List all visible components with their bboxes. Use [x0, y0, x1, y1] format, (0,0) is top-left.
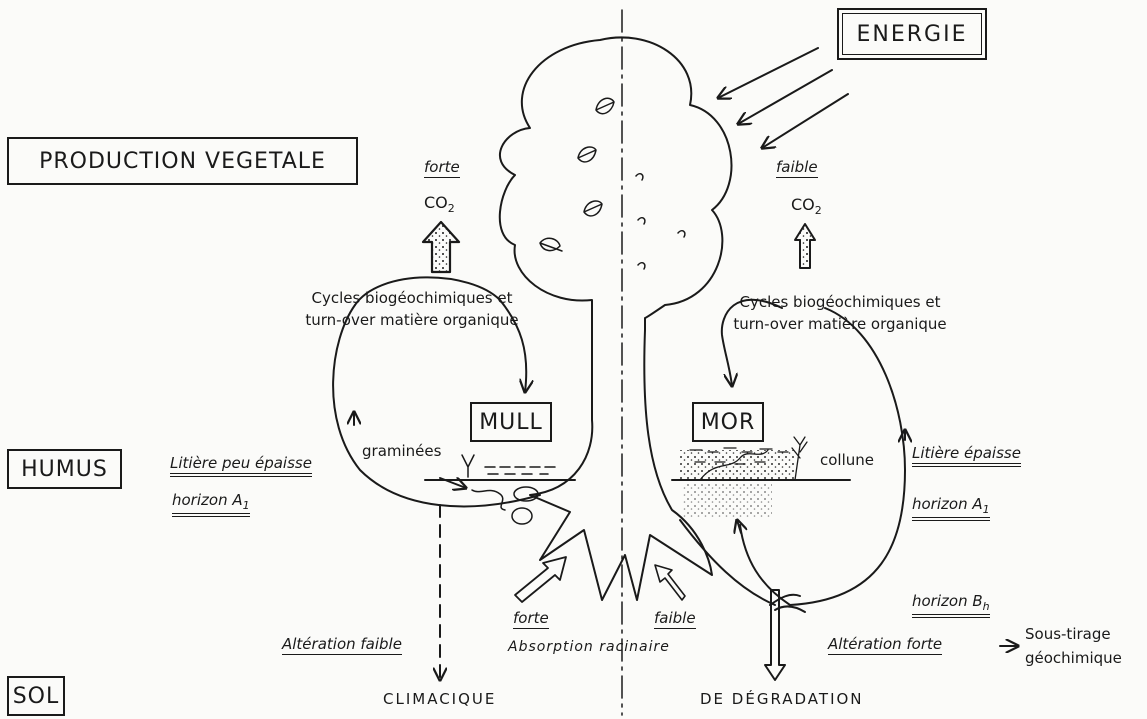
- horizon-bh-right: horizon Bh: [912, 594, 990, 618]
- cycles-right-line2: turn-over matière organique: [733, 315, 947, 333]
- production-level-right: faible: [776, 158, 818, 178]
- cycles-right-line1: Cycles biogéochimiques et: [739, 293, 941, 311]
- mull-box: MULL: [470, 402, 552, 442]
- humus-box: HUMUS: [7, 449, 122, 489]
- right-cycle: [720, 298, 783, 386]
- cycles-right: Cycles biogéochimiques et turn-over mati…: [695, 291, 985, 335]
- mull-litter: [461, 454, 556, 525]
- production-vegetale-box: PRODUCTION VEGETALE: [7, 137, 358, 185]
- absorption-arrow-right: [654, 564, 686, 601]
- co2-left: CO2: [424, 193, 455, 216]
- cycles-left-line1: Cycles biogéochimiques et: [311, 289, 513, 307]
- alteration-right-arrow: [764, 589, 786, 681]
- collune-label: collune: [820, 451, 875, 469]
- energie-label: ENERGIE: [842, 13, 982, 55]
- energy-arrows: [718, 47, 849, 148]
- horizon-a1-right: horizon A1: [912, 497, 990, 521]
- soutirage-line1: Sous-tirage: [1025, 625, 1111, 643]
- absorption-right-level: faible: [654, 609, 696, 629]
- left-cycle: [332, 304, 541, 508]
- alteration-left: Altération faible: [282, 635, 402, 655]
- graminees-label: graminées: [362, 442, 442, 460]
- absorption-label: Absorption racinaire: [508, 639, 670, 655]
- sol-box: SOL: [7, 676, 65, 716]
- type-climacique: CLIMACIQUE: [383, 690, 497, 708]
- horizon-a1-left: horizon A1: [172, 493, 250, 517]
- co2-arrow-left: [421, 220, 461, 274]
- alteration-right: Altération forte: [828, 635, 943, 655]
- mor-litter: [680, 436, 808, 518]
- right-cycle-outer: [789, 307, 906, 606]
- cycles-left-line2: turn-over matière organique: [305, 311, 519, 329]
- co2-right: CO2: [791, 195, 822, 218]
- absorption-arrow-left: [514, 556, 567, 603]
- tree-leaves: [539, 97, 686, 270]
- mor-box: MOR: [692, 402, 764, 442]
- energie-box: ENERGIE: [837, 8, 987, 60]
- tree-crown: [498, 36, 733, 601]
- left-cycle-top: [354, 276, 526, 392]
- co2-arrow-right: [794, 223, 816, 269]
- absorption-left-level: forte: [513, 609, 549, 629]
- soutirage-line2: géochimique: [1025, 649, 1122, 667]
- production-level-left: forte: [424, 158, 460, 178]
- cycles-left: Cycles biogéochimiques et turn-over mati…: [272, 287, 552, 331]
- type-degradation: DE DÉGRADATION: [700, 690, 864, 708]
- litiere-left: Litière peu épaisse: [170, 456, 312, 477]
- litiere-right: Litière épaisse: [912, 446, 1021, 467]
